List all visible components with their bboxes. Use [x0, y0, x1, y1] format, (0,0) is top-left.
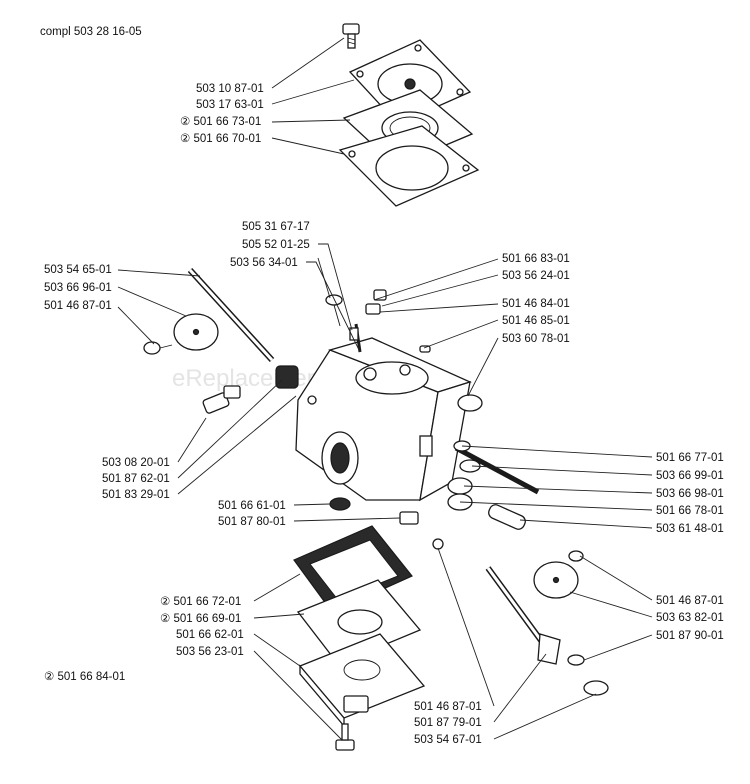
pump-cover [348, 39, 472, 125]
part-label: ② 501 66 69-01 [160, 613, 241, 625]
part-label: 503 17 63-01 [196, 99, 264, 111]
needle-spring [365, 289, 387, 315]
part-label: 503 56 23-01 [176, 646, 244, 658]
part-label: 501 87 90-01 [656, 630, 724, 642]
part-label: 503 66 99-01 [656, 470, 724, 482]
part-label: 501 87 79-01 [414, 717, 482, 729]
choke-lever [567, 654, 609, 696]
part-label: ② 501 66 84-01 [44, 671, 125, 683]
metering-cover [298, 633, 426, 728]
small-plug [419, 345, 431, 353]
part-label: 503 66 96-01 [44, 282, 112, 294]
pump-gasket [338, 125, 480, 207]
part-label: 503 66 98-01 [656, 488, 724, 500]
choke-valve [533, 561, 579, 599]
part-label: 501 46 87-01 [656, 595, 724, 607]
part-label: 501 46 84-01 [502, 298, 570, 310]
part-label: 501 46 85-01 [502, 315, 570, 327]
part-label: 505 52 01-25 [242, 239, 310, 251]
pump-cover-screw [342, 23, 360, 49]
part-labels: 503 10 87-01 503 17 63-01 ② 501 66 73-01… [44, 83, 724, 746]
part-label: 501 66 62-01 [176, 629, 244, 641]
cover-screw [335, 723, 355, 751]
part-label: ② 501 66 73-01 [180, 116, 261, 128]
leader-lines [117, 37, 653, 741]
part-label: 503 60 78-01 [502, 333, 570, 345]
carburetor-body [295, 337, 472, 502]
part-label: 501 83 29-01 [102, 489, 170, 501]
part-label: ② 501 66 70-01 [180, 133, 261, 145]
part-label: 503 10 87-01 [196, 83, 264, 95]
throttle-shaft-top [187, 267, 275, 363]
part-label: 503 56 34-01 [230, 257, 298, 269]
spring-stack [275, 365, 299, 389]
plug-cap [457, 394, 483, 412]
part-label: 501 87 62-01 [102, 473, 170, 485]
part-label: 503 08 20-01 [102, 457, 170, 469]
metering-gasket [293, 525, 413, 613]
part-label: 503 61 48-01 [656, 523, 724, 535]
part-label: 501 46 87-01 [44, 300, 112, 312]
part-label: 503 54 65-01 [44, 264, 112, 276]
part-label: 503 56 24-01 [502, 270, 570, 282]
part-label: 501 66 61-01 [218, 500, 286, 512]
adjust-needles [447, 440, 540, 530]
part-label: 501 66 78-01 [656, 505, 724, 517]
part-label: 503 54 67-01 [414, 734, 482, 746]
metering-diaphragm [296, 579, 422, 665]
choke-valve-screw [568, 550, 584, 562]
assembly-title: compl 503 28 16-05 [40, 26, 142, 38]
part-label: 501 87 80-01 [218, 516, 286, 528]
part-label: 503 63 82-01 [656, 612, 724, 624]
part-label: 501 66 77-01 [656, 452, 724, 464]
throttle-valve [173, 313, 219, 351]
throttle-screw [143, 341, 173, 355]
part-label: 501 66 83-01 [502, 253, 570, 265]
part-label: 505 31 67-17 [242, 221, 310, 233]
sealing-gasket [329, 497, 351, 511]
part-label: 501 46 87-01 [414, 701, 482, 713]
fuel-inlet-fitting [202, 385, 241, 414]
choke-shaft [485, 566, 561, 665]
part-label: ② 501 66 72-01 [160, 596, 241, 608]
check-valve [399, 511, 444, 550]
